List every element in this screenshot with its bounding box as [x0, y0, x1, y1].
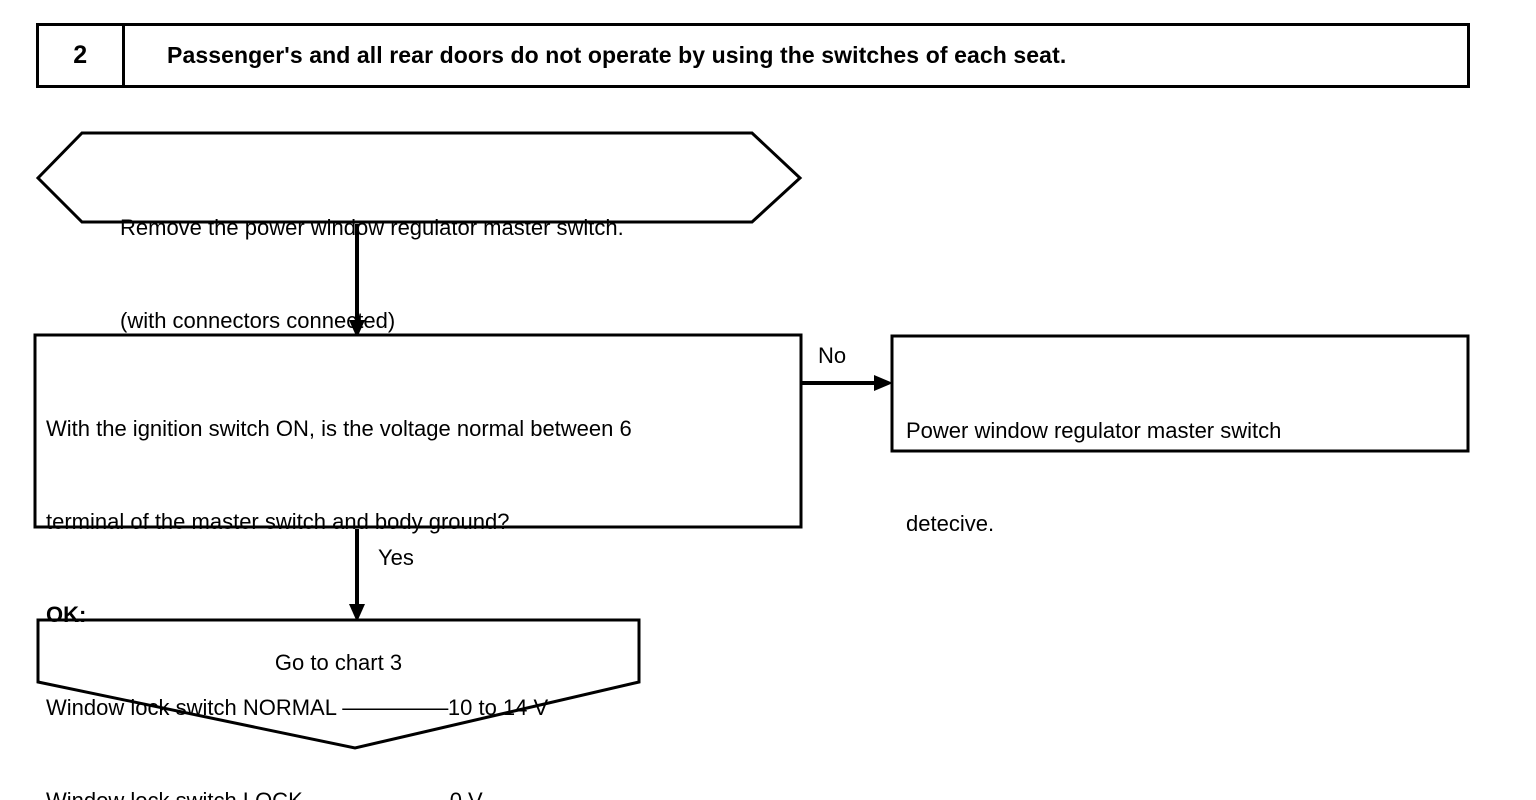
preparation-line-2: (with connectors connected) — [120, 308, 396, 333]
decision-ok-label: OK: — [46, 602, 87, 627]
decision-line-1: With the ignition switch ON, is the volt… — [46, 416, 632, 441]
spec-normal-value: 10 to 14 V — [447, 695, 549, 720]
decision-line-2: terminal of the master switch and body g… — [46, 509, 510, 534]
terminator-label: Go to chart 3 — [274, 650, 403, 675]
chart-number: 2 — [73, 41, 88, 69]
spec-row-normal: Window lock switch NORMAL –––––––––10 to… — [46, 692, 796, 723]
decision-question-text: With the ignition switch ON, is the volt… — [46, 351, 796, 800]
result-box-text: Power window regulator master switch det… — [906, 353, 1456, 601]
chart-number-cell: 2 — [39, 26, 125, 85]
page-title: Passenger's and all rear doors do not op… — [167, 42, 1067, 68]
spec-lock-name: Window lock switch LOCK — [46, 788, 309, 800]
result-line-2: detecive. — [906, 511, 995, 536]
arrowhead-decision-to-result — [874, 375, 893, 391]
spec-normal-leader: ––––––––– — [342, 695, 448, 720]
branch-label-yes: Yes — [378, 545, 414, 570]
chart-title-cell: Passenger's and all rear doors do not op… — [125, 26, 1467, 85]
spec-lock-leader: –––––––––––– — [309, 788, 450, 800]
spec-lock-value: 0 V — [450, 788, 483, 800]
result-line-1: Power window regulator master switch — [906, 418, 1282, 443]
branch-label-no: No — [818, 343, 847, 368]
spec-row-lock: Window lock switch LOCK ––––––––––––0 V — [46, 785, 796, 800]
chart-header-bar: 2 Passenger's and all rear doors do not … — [36, 23, 1470, 88]
preparation-step-text: Remove the power window regulator master… — [120, 150, 780, 398]
preparation-line-1: Remove the power window regulator master… — [120, 215, 624, 240]
spec-normal-name: Window lock switch NORMAL — [46, 695, 343, 720]
